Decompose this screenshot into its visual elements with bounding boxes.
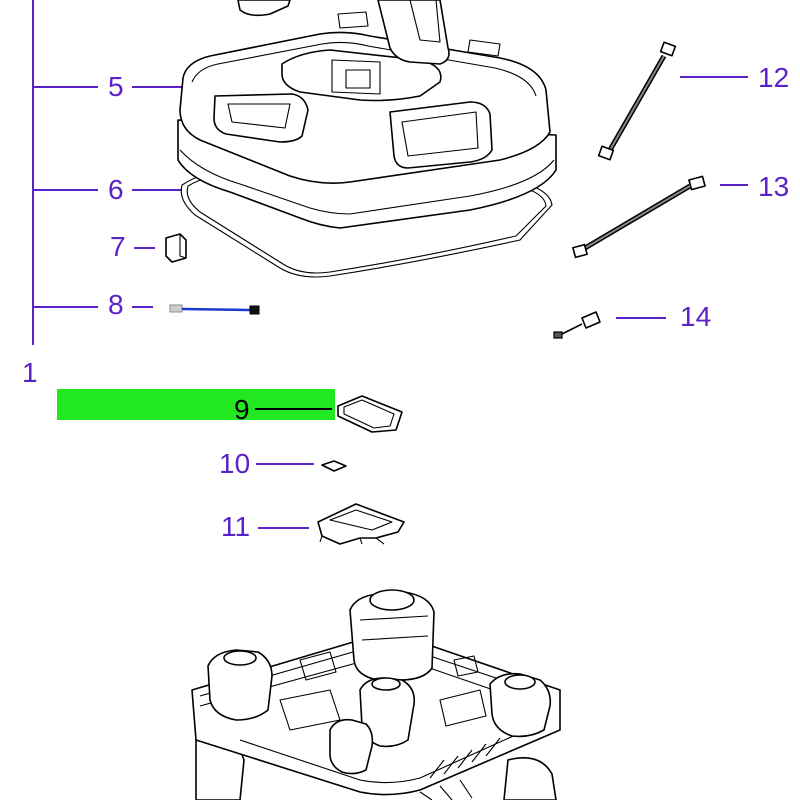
bottom-chassis: [191, 589, 561, 800]
callout-9[interactable]: 9: [234, 394, 250, 425]
part-11-bracket: [317, 503, 405, 545]
part-10-pad: [321, 460, 347, 472]
top-part-fragment: [237, 0, 291, 17]
callout-8[interactable]: 8: [108, 289, 124, 320]
callout-1[interactable]: 1: [22, 357, 38, 388]
part-9-cover: [337, 395, 403, 433]
callout-7[interactable]: 7: [110, 231, 126, 262]
part-7-clip: [165, 233, 187, 263]
callout-11[interactable]: 11: [221, 511, 250, 542]
callout-13[interactable]: 13: [758, 171, 789, 202]
callout-14[interactable]: 14: [680, 301, 711, 332]
highlight-bar-9: [57, 389, 335, 420]
callout-12[interactable]: 12: [758, 62, 789, 93]
part-5-top-housing: [177, 0, 557, 229]
part-13-harness: [572, 175, 706, 259]
callout-5[interactable]: 5: [108, 71, 124, 102]
assembly-bracket: [32, 0, 98, 345]
part-12-harness: [597, 41, 677, 161]
callout-10[interactable]: 10: [219, 448, 250, 479]
part-14-sensor: [553, 311, 601, 339]
callout-6[interactable]: 6: [108, 174, 124, 205]
part-8-cable: [169, 304, 260, 315]
